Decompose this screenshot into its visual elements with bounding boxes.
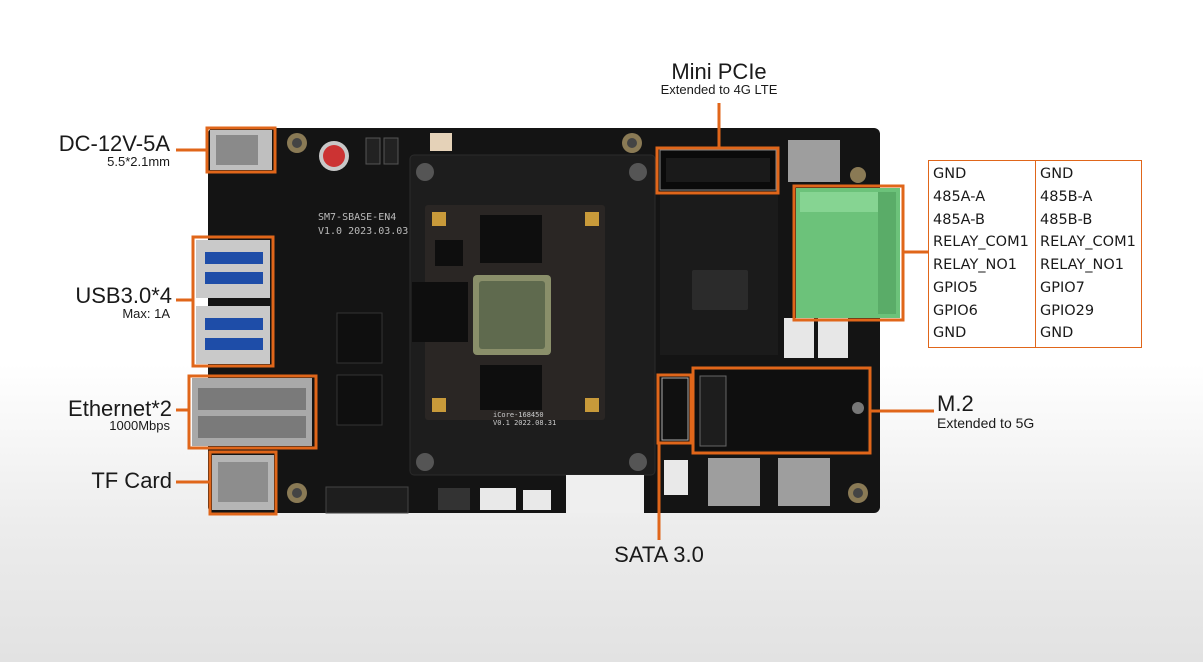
pin-cell: GPIO29: [1040, 302, 1095, 319]
sim-slot: [708, 458, 760, 506]
pin-column-right: GND 485B-A 485B-B RELAY_COM1 RELAY_NO1 G…: [1035, 161, 1141, 347]
sata-connector: [661, 377, 689, 441]
pin-cell: GND: [933, 325, 967, 342]
m2-label: M.2: [937, 391, 974, 416]
usb-port: [196, 240, 270, 298]
dc-label: DC-12V-5A: [58, 131, 170, 156]
pin-cell: GND: [1040, 166, 1074, 183]
terminal-pin-table: GND 485A-A 485A-B RELAY_COM1 RELAY_NO1 G…: [928, 160, 1142, 348]
pin-cell: RELAY_COM1: [1040, 234, 1136, 251]
sim-slot: [778, 458, 830, 506]
mount-hole: [850, 167, 866, 183]
usb-sub: Max: 1A: [122, 306, 170, 321]
usb-port: [196, 306, 270, 364]
board-silk-version: V1.0 2023.03.03: [318, 226, 409, 237]
pin-cell: 485A-B: [933, 211, 985, 228]
tf-label: TF Card: [91, 468, 172, 493]
module-version: V0.1 2022.08.31: [493, 419, 557, 427]
pin-cell: RELAY_NO1: [1040, 257, 1125, 274]
minipcie-sub: Extended to 4G LTE: [660, 82, 778, 97]
pin-cell: GND: [933, 166, 967, 183]
memory-chip: [480, 365, 542, 410]
pin-cell: GPIO6: [933, 302, 978, 319]
sata-label: SATA 3.0: [614, 542, 704, 567]
pin-cell: 485B-B: [1040, 211, 1093, 228]
ethernet-sub: 1000Mbps: [109, 418, 170, 433]
magnetics: [336, 312, 383, 364]
pin-cell: RELAY_NO1: [933, 257, 1018, 274]
ethernet-label: Ethernet*2: [68, 396, 172, 421]
ethernet-callout-box: [187, 374, 318, 450]
board-silk-title: SM7-SBASE-EN4: [318, 212, 397, 223]
minipcie-label: Mini PCIe: [671, 59, 767, 84]
sata-callout-box: [656, 373, 693, 445]
pin-cell: GPIO7: [1040, 279, 1085, 296]
usb-label: USB3.0*4: [75, 283, 172, 308]
m2-sub: Extended to 5G: [937, 415, 1035, 431]
pin-cell: GND: [1040, 325, 1074, 342]
dc-sub: 5.5*2.1mm: [107, 154, 170, 169]
memory-chip: [480, 215, 542, 263]
pin-cell: 485B-A: [1040, 188, 1093, 205]
pin-column-left: GND 485A-A 485A-B RELAY_COM1 RELAY_NO1 G…: [929, 161, 1035, 347]
pin-cell: 485A-A: [933, 188, 986, 205]
module-id: iCore-168450: [493, 411, 544, 419]
sim-slot: [788, 140, 840, 182]
magnetics: [336, 374, 383, 426]
pin-cell: RELAY_COM1: [933, 234, 1029, 251]
pin-cell: GPIO5: [933, 279, 978, 296]
